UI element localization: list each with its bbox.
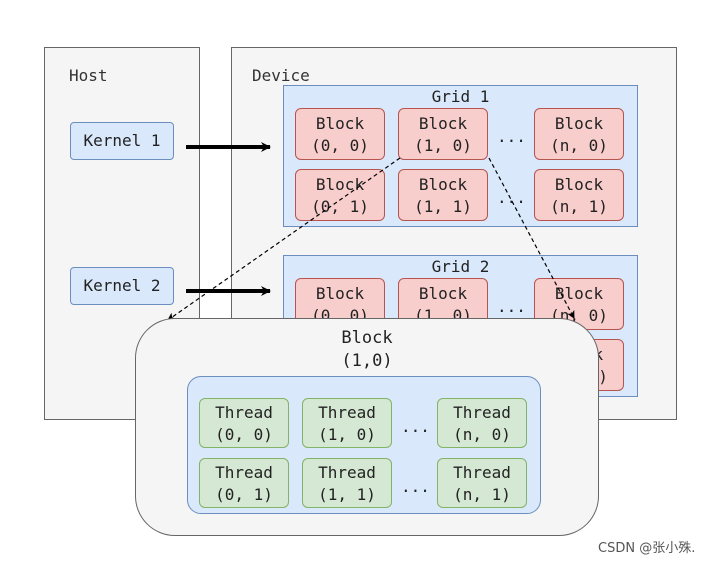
thread-index: (0, 1): [215, 485, 273, 504]
thread-index: (0, 0): [215, 425, 273, 444]
thread-index: (n, 0): [453, 425, 511, 444]
thread-label: Thread: [453, 463, 511, 482]
thread-1-1: Thread (1, 1): [302, 458, 392, 508]
grid-2-title: Grid 2: [431, 257, 490, 276]
block-label: Block: [315, 114, 365, 133]
thread-0-1: Thread (0, 1): [199, 458, 289, 508]
thread-label: Thread: [453, 403, 511, 422]
thread-0-0: Thread (0, 0): [199, 398, 289, 448]
grid-1-ellipsis-row-0: ...: [497, 127, 526, 146]
thread-n-1: Thread (n, 1): [437, 458, 527, 508]
zoomed-block-title-label: Block: [341, 328, 393, 348]
zoomed-block-title: Block (1,0): [135, 327, 599, 373]
block-label: Block: [554, 114, 604, 133]
grid-2-ellipsis-row-0: ...: [497, 297, 526, 316]
block-index: (n, 1): [550, 197, 608, 216]
thread-ellipsis-row-1: ...: [401, 477, 430, 496]
block-index: (1, 1): [414, 197, 472, 216]
kernel-1: Kernel 1: [70, 122, 174, 160]
block-index: (1, 0): [414, 136, 472, 155]
grid-1-block-0-0: Block (0, 0): [295, 108, 385, 160]
thread-label: Thread: [318, 403, 376, 422]
zoomed-block-title-index: (1,0): [341, 351, 393, 371]
block-index: (0, 1): [311, 197, 369, 216]
block-label: Block: [554, 175, 604, 194]
thread-label: Thread: [215, 403, 273, 422]
block-index: (0, 0): [311, 136, 369, 155]
thread-index: (n, 1): [453, 485, 511, 504]
block-index: (n, 0): [550, 136, 608, 155]
device-label: Device: [252, 66, 310, 85]
thread-index: (1, 1): [318, 485, 376, 504]
grid-1-block-n-0: Block (n, 0): [534, 108, 624, 160]
kernel-2: Kernel 2: [70, 267, 174, 305]
thread-index: (1, 0): [318, 425, 376, 444]
grid-1-block-1-1: Block (1, 1): [398, 169, 488, 221]
block-label: Block: [315, 284, 365, 303]
grid-1-block-1-0: Block (1, 0): [398, 108, 488, 160]
thread-ellipsis-row-0: ...: [401, 417, 430, 436]
grid-1-ellipsis-row-1: ...: [497, 188, 526, 207]
block-label: Block: [315, 175, 365, 194]
thread-n-0: Thread (n, 0): [437, 398, 527, 448]
thread-1-0: Thread (1, 0): [302, 398, 392, 448]
thread-label: Thread: [215, 463, 273, 482]
host-label: Host: [69, 66, 108, 85]
block-label: Block: [554, 284, 604, 303]
block-label: Block: [418, 175, 468, 194]
block-label: Block: [418, 284, 468, 303]
grid-1-block-n-1: Block (n, 1): [534, 169, 624, 221]
grid-1-title: Grid 1: [431, 87, 490, 106]
thread-label: Thread: [318, 463, 376, 482]
watermark: CSDN @张小殊.: [598, 541, 696, 556]
grid-1-block-0-1: Block (0, 1): [295, 169, 385, 221]
block-label: Block: [418, 114, 468, 133]
